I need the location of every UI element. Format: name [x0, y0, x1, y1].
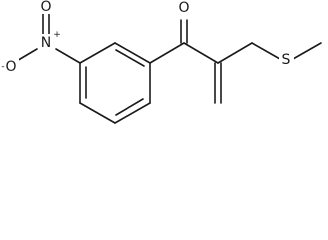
- methylene-double-bond: [214, 62, 222, 104]
- aryl-carbonyl-bond: [149, 42, 185, 64]
- chemical-structure-drawing: O S N + O O -: [1, 0, 322, 124]
- allyl-ch2-bond: [217, 42, 253, 64]
- carbonyl-alkene-bond: [183, 42, 219, 64]
- nitro-double-bond: [42, 13, 50, 36]
- carbonyl-double-bond: [180, 19, 188, 44]
- aryl-nitro-bond: [55, 48, 81, 64]
- nitro-oxygen-left-label: O: [5, 59, 16, 75]
- sulfur-label: S: [282, 52, 291, 68]
- nitro-nitrogen-charge: +: [53, 30, 61, 40]
- nitro-oxygen-top-label: O: [40, 0, 51, 15]
- nitro-nitrogen-label: N: [41, 35, 51, 51]
- sulfur-methyl-bond: [292, 42, 322, 60]
- benzene-ring: [79, 42, 151, 124]
- ch2-sulfur-bond: [251, 42, 281, 60]
- nitro-oxygen-left-charge: -: [1, 62, 4, 72]
- carbonyl-oxygen-label: O: [178, 0, 189, 16]
